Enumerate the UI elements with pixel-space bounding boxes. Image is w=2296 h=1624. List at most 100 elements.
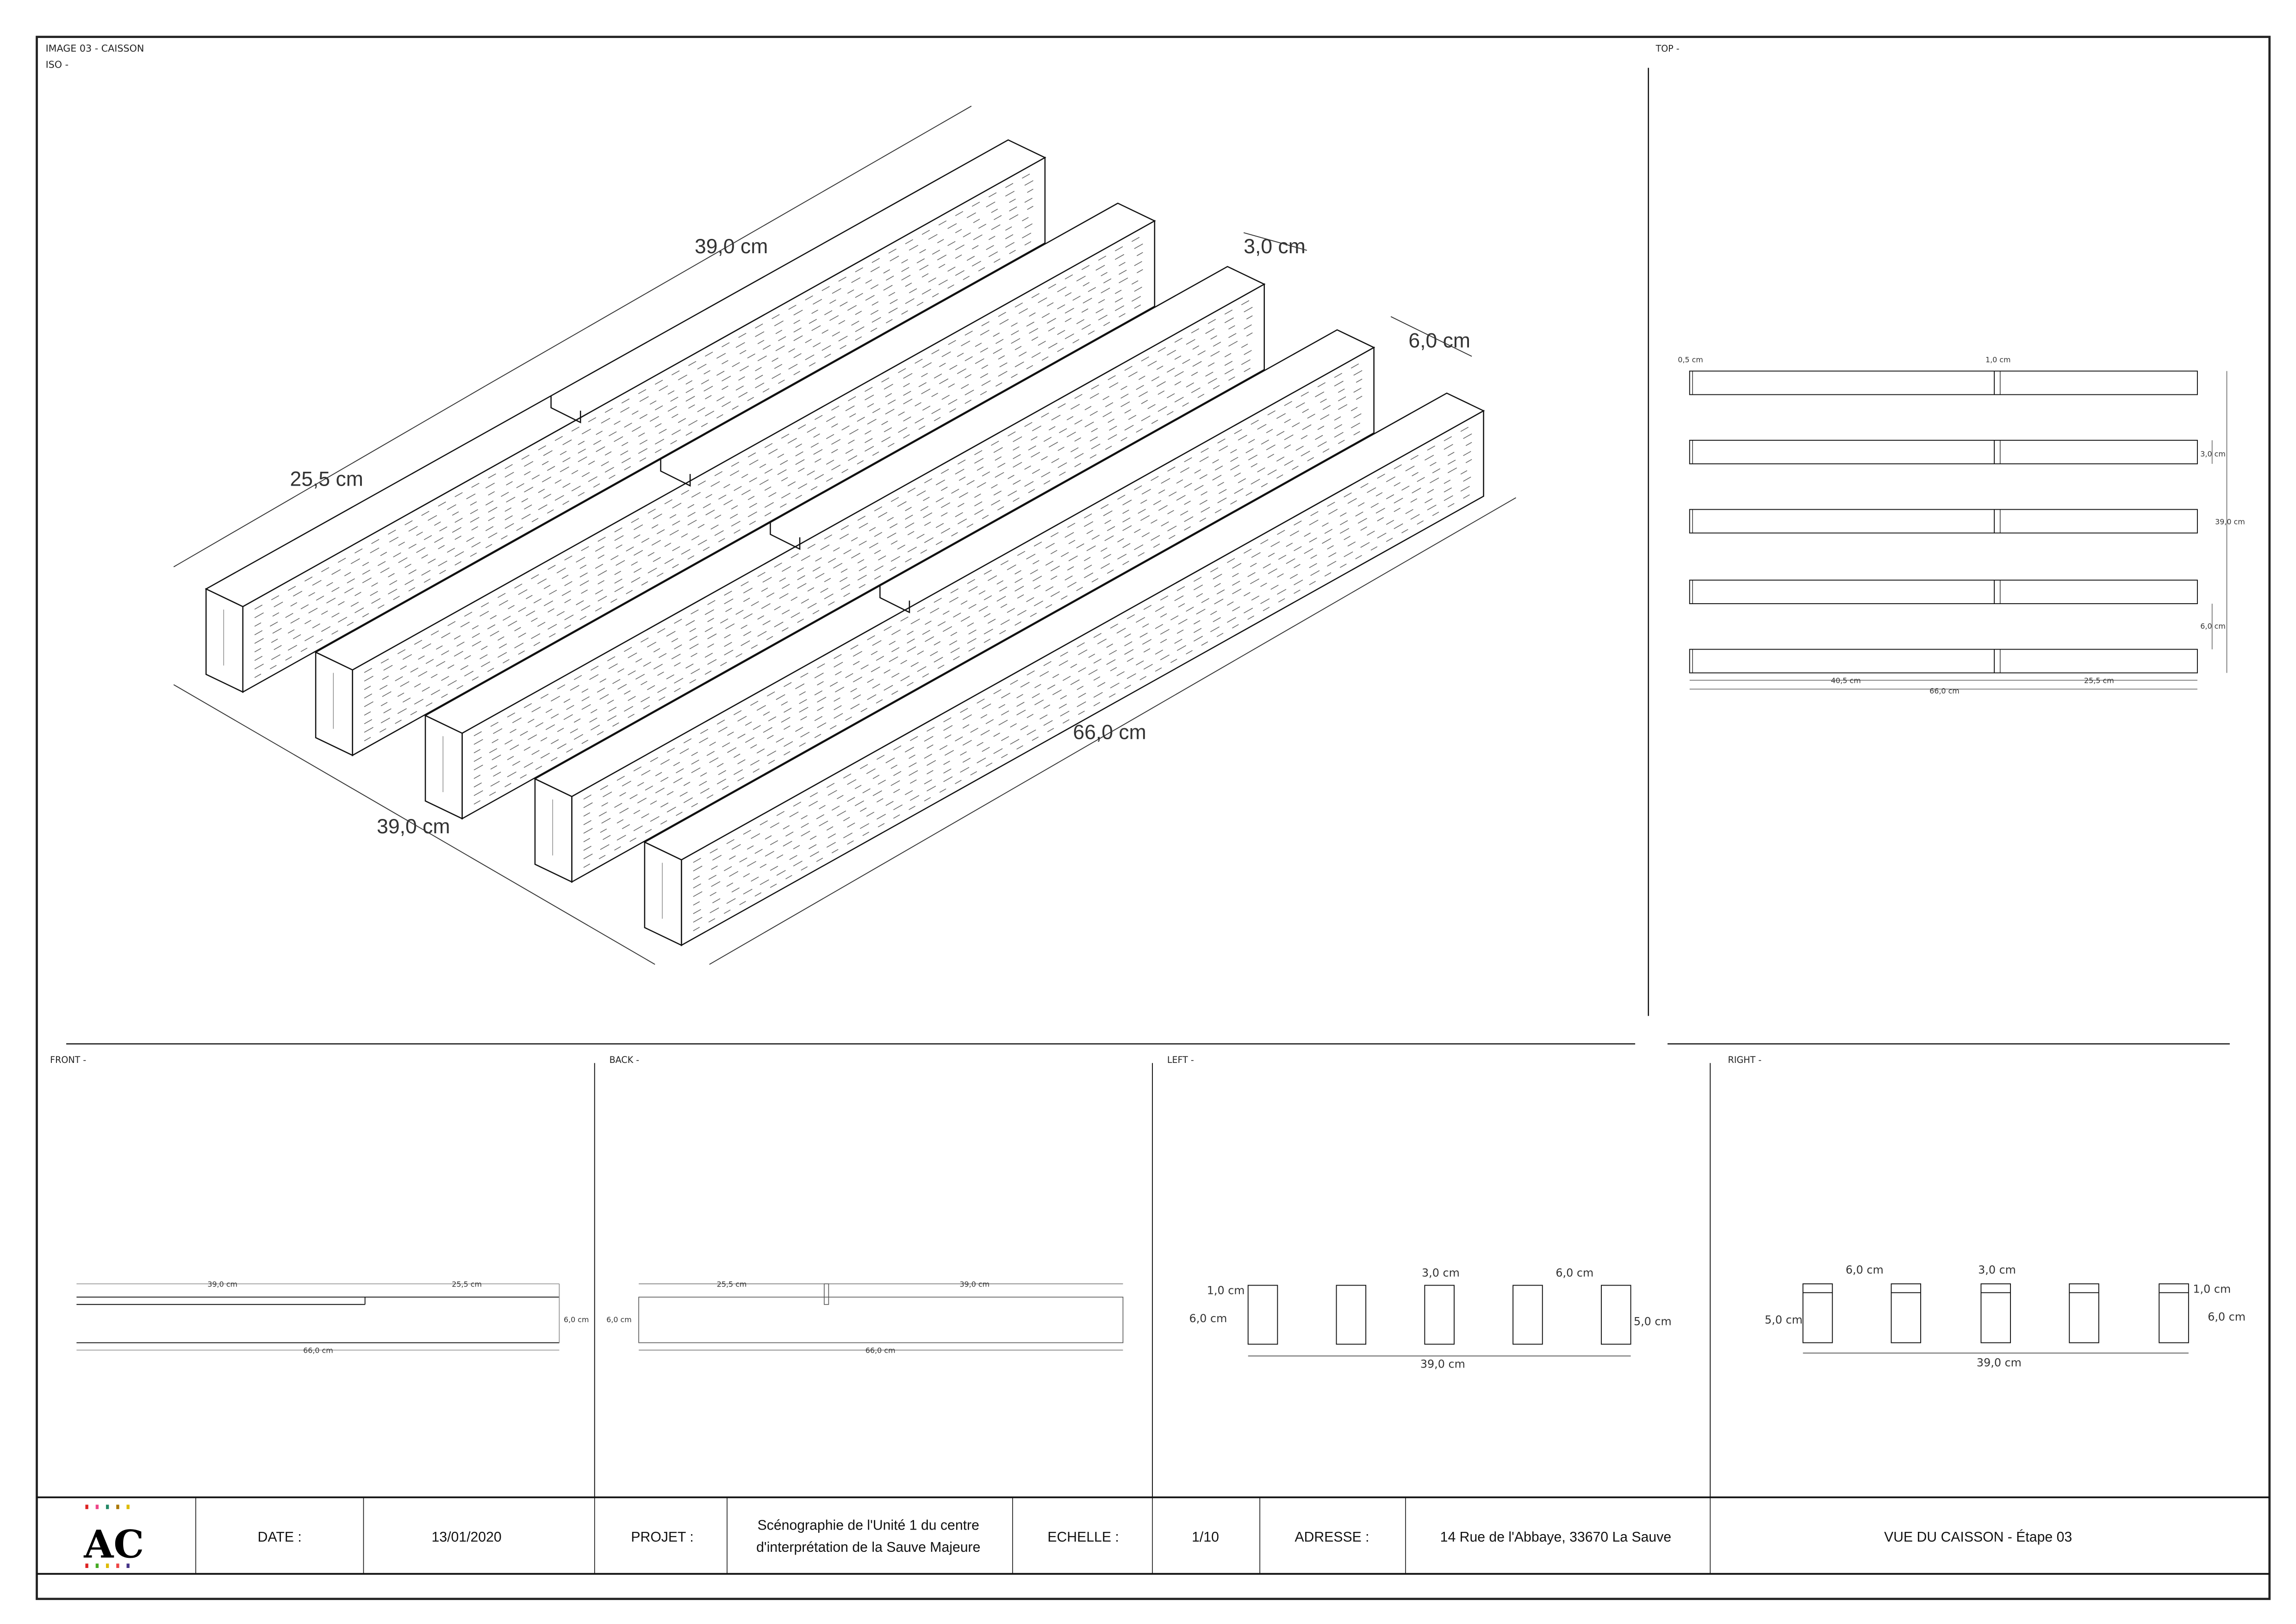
left-dim: 6,0 cm (1189, 1312, 1227, 1325)
left-dim: 6,0 cm (1556, 1266, 1593, 1279)
front-dim: 6,0 cm (564, 1315, 589, 1324)
right-dim: 1,0 cm (2193, 1282, 2231, 1295)
front-view-label: FRONT - (50, 1055, 86, 1065)
wood-grain-hatch (254, 180, 1033, 618)
iso-beam (424, 266, 1266, 820)
wood-grain-hatch (583, 412, 1363, 851)
top-dim: 40,5 cm (1831, 676, 1861, 685)
scale-value: 1/10 (1192, 1530, 1219, 1545)
left-view-label: LEFT - (1167, 1055, 1194, 1065)
iso-dim-length: 66,0 cm (1073, 721, 1146, 744)
wood-grain-hatch (583, 421, 1363, 860)
date-value: 13/01/2020 (432, 1530, 502, 1545)
iso-beam (643, 392, 1485, 946)
sheet-title: IMAGE 03 - CAISSON (46, 43, 144, 54)
project-label: PROJET : (631, 1530, 693, 1545)
top-dim: 3,0 cm (2200, 450, 2226, 458)
right-view-beam-section (2159, 1283, 2189, 1343)
wood-grain-hatch (364, 277, 1143, 716)
logo-mark: AC (83, 1522, 144, 1567)
right-view-beam-outline (2159, 1283, 2189, 1343)
wood-grain-hatch (693, 433, 1472, 872)
sheet-subtitle: VUE DU CAISSON - Étape 03 (1884, 1530, 2072, 1545)
wood-grain-hatch (364, 235, 1143, 673)
wood-grain-hatch (254, 206, 1033, 644)
front-view-drawing (76, 1283, 560, 1350)
wood-grain-hatch (364, 252, 1143, 690)
wood-grain-hatch (254, 197, 1033, 636)
back-dim: 39,0 cm (959, 1280, 989, 1289)
iso-view-label: ISO - (46, 59, 68, 70)
title-block (37, 1496, 2270, 1575)
sheet-border (36, 36, 2271, 1600)
right-dim: 6,0 cm (1846, 1263, 1884, 1276)
wood-grain-hatch (693, 459, 1472, 897)
right-dim: 6,0 cm (2208, 1311, 2246, 1324)
top-dim: 39,0 cm (2215, 517, 2245, 526)
top-view-beam (1689, 509, 2198, 534)
top-dim: 66,0 cm (1929, 687, 1960, 695)
wood-grain-hatch (583, 430, 1363, 868)
wood-grain-hatch (364, 260, 1143, 699)
iso-beam (534, 329, 1375, 883)
wood-grain-hatch (693, 476, 1472, 914)
wood-grain-hatch (364, 244, 1143, 681)
wood-grain-hatch (473, 358, 1253, 796)
wood-grain-hatch (254, 188, 1033, 627)
beam-end-face (205, 588, 243, 693)
wood-grain-hatch (583, 404, 1363, 843)
back-view-drawing (638, 1283, 1124, 1350)
address-label: ADRESSE : (1294, 1530, 1369, 1545)
logo-color-marks (85, 1505, 130, 1568)
left-view-drawing (1247, 1285, 1631, 1345)
right-view-beam-section (1802, 1283, 1833, 1343)
right-view-beam-outline (1802, 1283, 1833, 1343)
wood-grain-hatch (583, 370, 1363, 808)
wood-grain-hatch (364, 269, 1143, 707)
wood-grain-hatch (473, 341, 1253, 779)
right-view-beam-section (1891, 1283, 1922, 1343)
iso-dim-offset: 25,5 cm (290, 468, 363, 491)
project-name-line1: Scénographie de l'Unité 1 du centre (758, 1518, 979, 1533)
front-dim: 25,5 cm (452, 1280, 482, 1289)
left-view-beam-section (1601, 1285, 1631, 1345)
beam-end-face (315, 651, 353, 756)
right-view-drawing (1802, 1283, 2189, 1343)
beam-end-face (644, 841, 682, 946)
top-view-beam-outline (1689, 509, 2198, 534)
right-view-beam-section (2069, 1283, 2099, 1343)
back-dim: 25,5 cm (717, 1280, 747, 1289)
wood-grain-hatch (473, 298, 1253, 737)
top-view-label: TOP - (1655, 44, 1680, 54)
top-view-beam (1689, 649, 2198, 674)
top-dim: 1,0 cm (1985, 355, 2011, 364)
top-dim: 25,5 cm (2084, 676, 2114, 685)
wood-grain-hatch (693, 468, 1472, 906)
wood-grain-hatch (693, 450, 1472, 889)
wood-grain-hatch (364, 286, 1143, 725)
front-dim: 66,0 cm (303, 1346, 333, 1355)
wood-grain-hatch (583, 387, 1363, 825)
top-view-drawing (1689, 370, 2198, 674)
wood-grain-hatch (693, 425, 1472, 863)
back-dim: 66,0 cm (865, 1346, 896, 1355)
wood-grain-hatch (254, 171, 1033, 610)
wood-grain-hatch (254, 223, 1033, 661)
iso-dimension-lines (173, 106, 1517, 965)
scale-label: ECHELLE : (1047, 1530, 1119, 1545)
wood-grain-hatch (364, 294, 1143, 733)
iso-dim-width: 39,0 cm (377, 815, 450, 838)
top-dim: 6,0 cm (2200, 622, 2226, 631)
project-name-line2: d'interprétation de la Sauve Majeure (756, 1540, 980, 1555)
top-view-beam-outline (1689, 440, 2198, 464)
right-view-beam-outline (1980, 1283, 2011, 1343)
left-dim: 1,0 cm (1207, 1284, 1245, 1297)
top-dim: 0,5 cm (1678, 355, 1703, 364)
wood-grain-hatch (473, 350, 1253, 787)
beam-notch (770, 522, 801, 550)
wood-grain-hatch (254, 231, 1033, 669)
top-view-dimension-lines (1689, 371, 2228, 690)
wood-grain-hatch (583, 395, 1363, 834)
top-view-beam-outline (1689, 580, 2198, 604)
wood-grain-hatch (693, 493, 1472, 931)
